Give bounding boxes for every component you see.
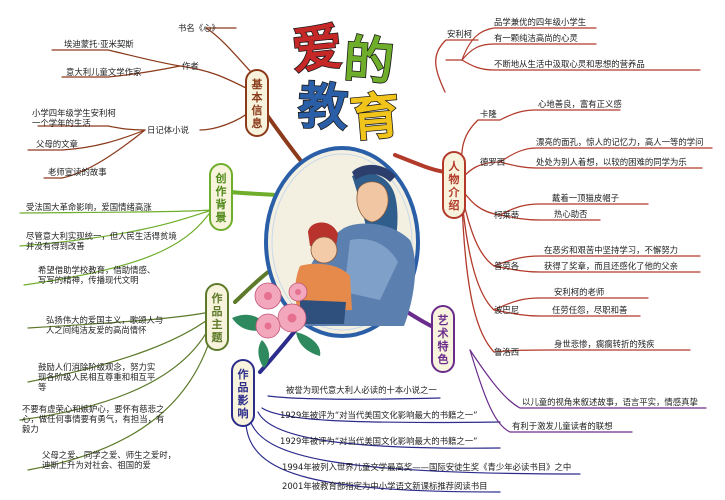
svg-text:艺术特色: 艺术特色 [437, 313, 449, 366]
character-desc-5-1: 安利柯的老师 [554, 287, 604, 297]
influence-item-1: 被誉为现代意大利人必读的十本小说之一 [286, 385, 437, 395]
character-desc-6-1: 身世悲惨，瘸瘸转折的残疾 [554, 339, 655, 349]
background-item-1: 受法国大革命影响，爱国情绪高涨 [26, 202, 152, 212]
svg-text:基本信息: 基本信息 [251, 77, 264, 130]
character-enrico-desc-2: 有一颗纯洁高尚的心灵 [494, 33, 578, 43]
connector-lines [19, 27, 713, 493]
title-char-1: 爱 [289, 18, 345, 81]
flower-bouquet [232, 282, 321, 368]
character-name-2: 德罗西 [480, 157, 505, 167]
basic-diary-item-2: 父母的文章 [36, 139, 78, 149]
influence-item-2: 1929年被评为“对当代美国文化影响最大的书籍之一” [280, 410, 478, 420]
main-title: 爱 的 教 育 [288, 17, 403, 149]
basic-diary-item-1: 小学四年级学生安利柯一个学年的生活 [32, 108, 116, 128]
character-enrico-desc-1: 品学兼优的四年级小学生 [494, 17, 586, 27]
basic-author-name: 埃迪蒙托·亚米契斯 [64, 39, 134, 49]
influence-item-5: 2001年被教育部指定为中小学语文新课标推荐阅读书目 [282, 481, 488, 491]
svg-text:创作背景: 创作背景 [215, 171, 227, 224]
character-name-1: 卡隆 [480, 109, 497, 119]
theme-item-3: 不要有虚荣心和嫉妒心，要怀有慈悲之心，做任何事情要有勇气，有担当，有毅力 [22, 404, 165, 434]
branch-tag-basic-info: 基本信息 [245, 69, 269, 137]
basic-author-label: 作者 [182, 61, 199, 71]
child-figure [295, 222, 352, 324]
character-desc-3-1: 戴着一顶猫皮帽子 [552, 193, 619, 203]
basic-diary-label: 日记体小说 [147, 125, 189, 135]
character-enrico-name: 安利柯 [447, 29, 473, 39]
art-item-1: 以儿童的视角来叙述故事，语言平实，情感真挚 [522, 397, 698, 407]
art-item-2: 有利于激发儿童读者的联想 [512, 421, 613, 431]
background-item-3: 希望借助学校教育，借助情感、写写的精神，传播现代文明 [38, 265, 155, 285]
character-desc-5-2: 任劳任怨，尽职和善 [552, 305, 627, 315]
branch-tag-theme: 作品主题 [205, 283, 229, 351]
branch-tag-characters: 人物介绍 [442, 151, 466, 219]
basic-book-name: 书名《心》 [178, 23, 220, 33]
theme-item-1: 弘扬伟大的爱国主义，歌颂人与人之间纯洁友爱的高尚情怀 [46, 315, 163, 335]
title-char-3: 教 [296, 77, 349, 138]
character-name-3: 柯莱蒂 [494, 210, 519, 220]
character-desc-4-1: 在恶劣和艰苦中坚持学习，不懈努力 [544, 245, 678, 255]
character-name-5: 波巴尼 [494, 305, 519, 315]
character-enrico-desc-3: 不断地从生活中汲取心灵和思想的营养品 [494, 59, 645, 69]
branch-tag-art: 艺术特色 [431, 305, 455, 373]
svg-text:作品影响: 作品影响 [238, 367, 249, 420]
character-desc-3-2: 热心助否 [554, 209, 588, 219]
character-desc-4-2: 获得了奖章，而且还感化了他的父亲 [544, 261, 678, 271]
basic-author-desc: 意大利儿童文学作家 [66, 67, 142, 77]
character-name-6: 鲁洛西 [494, 347, 519, 357]
theme-item-2: 鼓励人们消除阶级观念，努力实现各阶级人民相互尊重和相互平等 [38, 362, 155, 392]
basic-diary-item-3: 老师宣读的故事 [48, 167, 107, 177]
influence-item-4: 1994年被列入世界儿童文学最高奖——国际安徒生奖《青少年必读书目》之中 [282, 462, 571, 472]
branch-tag-background: 创作背景 [209, 163, 233, 231]
svg-text:作品主题: 作品主题 [212, 291, 224, 344]
character-name-4: 普劳各 [494, 261, 520, 271]
character-desc-2-1: 漂亮的面孔，惊人的记忆力，高人一等的学问 [536, 137, 704, 147]
title-char-2: 的 [342, 30, 396, 91]
central-illustration [232, 146, 420, 368]
character-desc-1-1: 心地善良，富有正义感 [538, 99, 622, 109]
background-item-2: 尽管意大利实现统一，但人民生活得贫境并没有得到改善 [26, 231, 177, 251]
influence-item-3: 1929年被评为“对当代美国文化影响最大的书籍之一” [280, 436, 478, 446]
theme-item-4: 父母之爱、同学之爱、师生之爱时，迪斯上升为对社会、祖国的爱 [42, 450, 176, 470]
branch-tag-influence: 作品影响 [231, 359, 255, 427]
svg-text:人物介绍: 人物介绍 [448, 159, 461, 212]
title-char-4: 育 [348, 86, 403, 148]
character-desc-2-2: 处处为别人着想，以较的困难的同学为乐 [536, 157, 687, 167]
